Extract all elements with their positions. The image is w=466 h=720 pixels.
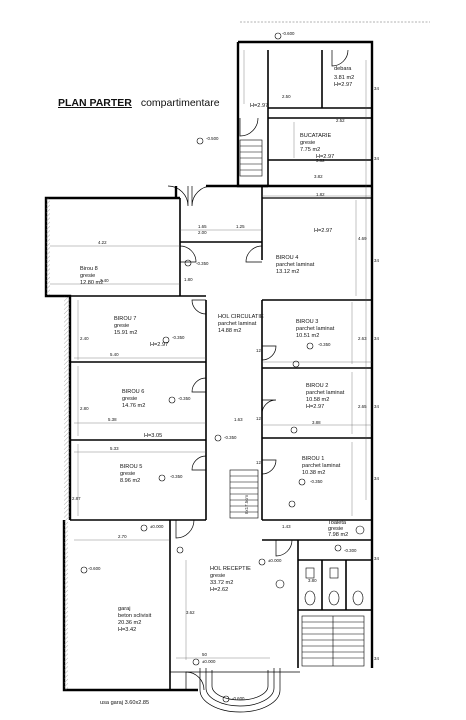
dim-label: 1.65	[198, 224, 207, 229]
front-steps	[170, 668, 300, 713]
room-garaj: garaj beton sclivisit 20.36 m2 H=3.42	[118, 606, 153, 633]
room-toaleta: Toaleta gresie 7.98 m2	[328, 520, 348, 538]
dim-label: 12	[256, 348, 261, 353]
height-birou4: H=2.97	[314, 228, 332, 234]
level-label: -0.350	[196, 261, 209, 266]
room-debara: debara 3.81 m2 H=2.97	[334, 66, 356, 88]
stairs-bottom-right	[301, 615, 365, 667]
level-label: ±0.000	[202, 659, 216, 664]
garage-door-label: usa garaj 3.60x2.85	[100, 700, 149, 706]
dim-label: 2.00	[198, 230, 207, 235]
level-label: -0.350	[318, 342, 331, 347]
left-wall-hatch	[46, 198, 50, 296]
height-annex: H=2.97	[250, 103, 268, 109]
dim-label: 34	[374, 476, 379, 481]
level-label: -0.350	[178, 396, 191, 401]
dim-label: 34	[374, 156, 379, 161]
dim-label: 12	[256, 416, 261, 421]
dim-label: 3.88	[312, 420, 321, 425]
level-label: ±0.000	[150, 524, 164, 529]
dim-label: 3.62	[186, 610, 195, 615]
dim-label: 5.40	[110, 352, 119, 357]
dim-label: 2.80	[80, 406, 89, 411]
room-birou-5: BIROU 5 gresie 8.96 m2	[120, 464, 144, 484]
plan-title: PLAN PARTER compartimentare	[58, 97, 220, 109]
dim-label: 4.69	[358, 236, 367, 241]
room-birou-7: BIROU 7 gresie 15.91 m2	[114, 316, 138, 336]
dim-label: 1.63	[234, 417, 243, 422]
dim-label: 50	[202, 652, 207, 657]
level-label: -0.500	[206, 136, 219, 141]
dim-label: 2.70	[118, 534, 127, 539]
dim-label: 2.52	[336, 118, 345, 123]
level-label: -0.600	[232, 696, 245, 701]
dim-label: 5.33	[110, 446, 119, 451]
dim-label: 34	[374, 656, 379, 661]
level-label: -0.350	[172, 335, 185, 340]
dim-label: 1.82	[316, 192, 325, 197]
interior-walls	[46, 50, 372, 690]
level-label: -0.600	[88, 566, 101, 571]
dim-label: 34	[374, 556, 379, 561]
room-birou-4: BIROU 4 parchet laminat 13.12 m2	[276, 255, 316, 275]
dim-label: 1.80	[184, 277, 193, 282]
dim-label: 12	[256, 460, 261, 465]
room-bucatarie: BUCATARIE gresie 7.75 m2 H=2.97	[300, 133, 334, 160]
dimension-lines	[50, 50, 372, 660]
room-birou-6: BIROU 6 gresie 14.76 m2	[122, 389, 146, 409]
room-hol-circulatie: HOL CIRCULATIE parchet laminat 14.88 m2	[218, 314, 265, 334]
toilet-fixtures	[275, 525, 365, 606]
level-label: -0.600	[282, 31, 295, 36]
dim-label: 34	[374, 86, 379, 91]
dim-label: 2.40	[100, 278, 109, 283]
dim-label: 1.25	[236, 224, 245, 229]
stairs-annex	[239, 139, 263, 177]
dim-label: 1.43	[282, 524, 291, 529]
dim-label: 2.63	[358, 336, 367, 341]
level-label: -0.350	[224, 435, 237, 440]
dim-label: 3.82	[316, 158, 325, 163]
stairs-central	[229, 469, 259, 519]
dim-label: 2.50	[282, 94, 291, 99]
dim-label: 2.40	[80, 336, 89, 341]
dim-label: 5.38	[108, 417, 117, 422]
level-label: ±0.000	[268, 558, 282, 563]
dim-label: 3.82	[314, 174, 323, 179]
height-birou7: H=2.97	[150, 342, 168, 348]
room-birou-3: BIROU 3 parchet laminat 10.51 m2	[296, 319, 336, 339]
room-birou-1: BIROU 1 parchet laminat 10.38 m2	[302, 456, 342, 476]
dim-label: 34	[374, 258, 379, 263]
dim-label: 2.65	[358, 404, 367, 409]
left-wall-hatch-2	[64, 296, 70, 520]
plan-title-main: PLAN PARTER	[58, 97, 132, 109]
left-wall-hatch-3	[64, 520, 68, 690]
room-birou-8: Birou 8 gresie 12.80 m2	[80, 266, 103, 286]
level-label: -0.350	[310, 479, 323, 484]
dim-label: 34	[374, 404, 379, 409]
dim-label: 3.80	[308, 578, 317, 583]
height-birou6: H=3.05	[144, 433, 162, 439]
level-label: -0.350	[170, 474, 183, 479]
level-label: -0.300	[344, 548, 357, 553]
dim-label: 34	[374, 336, 379, 341]
stair-note: 8x17.5cm	[244, 495, 249, 514]
dim-label: 2.87	[72, 496, 81, 501]
plan-title-sub: compartimentare	[140, 97, 220, 109]
dim-label: 4.22	[98, 240, 107, 245]
room-birou-2: BIROU 2 parchet laminat 10.58 m2 H=2.97	[306, 383, 346, 410]
level-markers	[80, 32, 342, 703]
room-hol-receptie: HOL RECEPTIE gresie 33.72 m2 H=2.62	[210, 566, 252, 593]
